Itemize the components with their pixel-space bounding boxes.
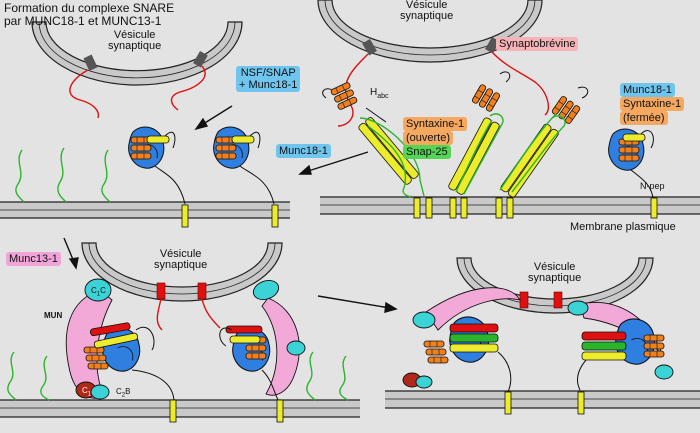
syntaxin-tmd-7 (495, 197, 503, 219)
munc13-label: Munc13-1 (6, 252, 61, 266)
title-line-1: Formation du complexe SNARE (4, 1, 175, 15)
syntaxin-open-right (499, 86, 589, 198)
snap25-free-squiggles (7, 147, 349, 401)
munc18-complex-1 (128, 126, 186, 205)
syntaxin-tmd-4 (425, 197, 433, 219)
plasma-membrane-bottom-right (385, 390, 700, 409)
syntaxin-tmd-8 (506, 197, 514, 219)
munc18-complex-bottom-right-1 (423, 316, 512, 393)
title-line-2: par MUNC18-1 et MUNC13-1 (4, 14, 162, 28)
munc13-left (65, 278, 113, 400)
mun-label: MUN (44, 311, 63, 320)
syntaxin-tmd-13 (577, 391, 585, 415)
munc18-closed-complex (608, 128, 654, 199)
c1-label: C1 (82, 386, 92, 398)
arrows (63, 105, 398, 313)
c2b-label: C2B (116, 387, 131, 399)
syntaxin-tmd-5 (449, 197, 457, 219)
munc18-complex-bottom-left (83, 322, 175, 401)
vesicle-top-right (317, 0, 543, 63)
vesicle-bottom-right (456, 257, 654, 314)
syntaxin-tmd-6 (460, 197, 468, 219)
munc13-right (252, 279, 306, 396)
munc18-complex-2 (213, 126, 275, 205)
membrane-label: Membrane plasmique (570, 221, 676, 233)
munc18-closed-label: Munc18-1 Syntaxine-1 (fermée) (620, 83, 685, 125)
npep-label: N-pep (640, 181, 665, 191)
title-block: Formation du complexe SNARE par MUNC18-1… (4, 2, 174, 28)
syntaxin-open-label: Syntaxine-1 (ouverte) Snap-25 (403, 117, 468, 159)
syntaxin-open-left (322, 81, 425, 198)
munc13-bottom-right-left (402, 287, 521, 389)
plasma-membrane-top-left (0, 201, 290, 219)
syntaxin-tmd-1 (181, 204, 189, 228)
habc-label: Habc (370, 87, 389, 100)
syntaxin-tmd-3 (413, 197, 421, 219)
munc18-complex-bottom-mid (219, 325, 279, 401)
munc13-bottom-right-right (567, 300, 674, 380)
syntaxin-tmd-12 (504, 391, 512, 415)
nsf-snap-label: NSF/SNAP+ Munc18-1 (236, 66, 301, 92)
c1c-label: C1C (91, 286, 106, 298)
syntaxin-tmd-2 (271, 204, 279, 228)
munc18-complex-bottom-right-2 (577, 318, 665, 391)
vesicle-bottom-left (81, 242, 283, 302)
plasma-membrane-bottom-left (0, 399, 360, 418)
syntaxin-tmd-11 (276, 399, 284, 423)
snap25-label: Snap-25 (403, 145, 451, 159)
synaptobrevin-label: Synaptobrévine (496, 37, 579, 51)
munc18-label: Munc18-1 (276, 144, 331, 158)
c1c-domain (84, 278, 112, 302)
syntaxin-open-middle (448, 71, 511, 195)
syntaxin-tmd-9 (650, 197, 658, 219)
syntaxin-tmd-10 (169, 399, 177, 423)
